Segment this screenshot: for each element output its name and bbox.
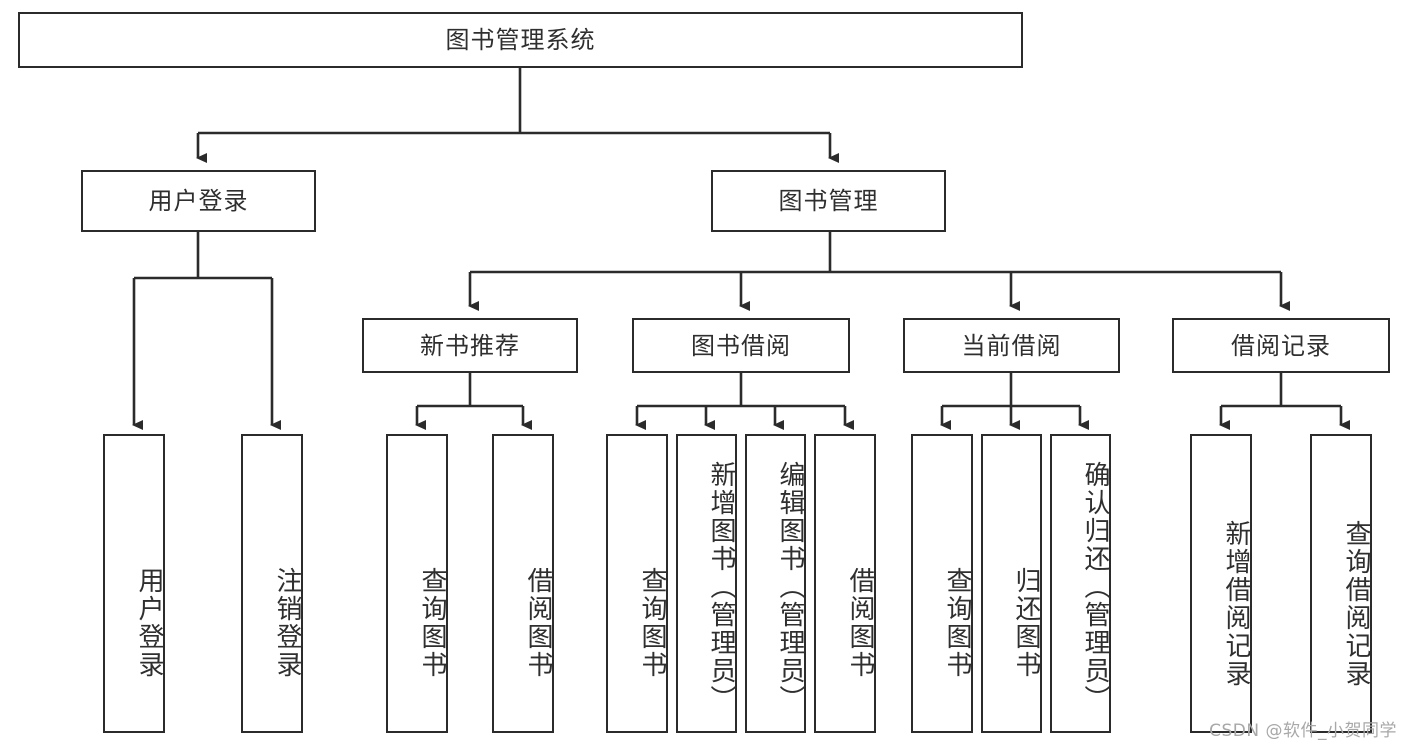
node-borrow-record-label: 借阅记录 <box>1231 331 1331 360</box>
leaf-user-login-label: 用户登录 <box>134 566 164 679</box>
leaf-confirm-return-label: 确认归还（管理员） <box>1080 460 1110 713</box>
node-book-manage-label: 图书管理 <box>778 187 879 215</box>
leaf-logout-login[interactable]: 注销登录 <box>241 434 303 733</box>
leaf-query-book-2-label: 查询图书 <box>637 566 667 679</box>
node-new-book-recommend[interactable]: 新书推荐 <box>362 318 578 373</box>
leaf-add-book[interactable]: 新增图书（管理员） <box>676 434 737 733</box>
leaf-edit-book[interactable]: 编辑图书（管理员） <box>745 434 806 733</box>
leaf-user-login[interactable]: 用户登录 <box>103 434 165 733</box>
node-book-borrow-label: 图书借阅 <box>691 331 791 360</box>
node-user-login-label: 用户登录 <box>148 187 249 215</box>
leaf-edit-book-label: 编辑图书（管理员） <box>775 460 805 713</box>
node-new-book-recommend-label: 新书推荐 <box>420 331 520 360</box>
leaf-borrow-book-1[interactable]: 借阅图书 <box>492 434 554 733</box>
leaf-logout-login-label: 注销登录 <box>272 566 302 679</box>
leaf-query-record[interactable]: 查询借阅记录 <box>1310 434 1372 733</box>
leaf-borrow-book-2[interactable]: 借阅图书 <box>814 434 876 733</box>
node-current-borrow-label: 当前借阅 <box>961 331 1062 360</box>
leaf-borrow-book-1-label: 借阅图书 <box>523 566 553 679</box>
node-user-login[interactable]: 用户登录 <box>81 170 316 232</box>
node-book-borrow[interactable]: 图书借阅 <box>632 318 850 373</box>
node-root[interactable]: 图书管理系统 <box>18 12 1023 68</box>
leaf-query-book-1[interactable]: 查询图书 <box>386 434 448 733</box>
node-root-label: 图书管理系统 <box>445 26 596 54</box>
leaf-borrow-book-2-label: 借阅图书 <box>845 566 875 679</box>
leaf-add-record-label: 新增借阅记录 <box>1221 519 1251 688</box>
node-book-manage[interactable]: 图书管理 <box>711 170 946 232</box>
leaf-query-book-3[interactable]: 查询图书 <box>911 434 973 733</box>
node-borrow-record[interactable]: 借阅记录 <box>1172 318 1390 373</box>
leaf-query-book-1-label: 查询图书 <box>417 566 447 679</box>
leaf-add-book-label: 新增图书（管理员） <box>706 460 736 713</box>
leaf-return-book-label: 归还图书 <box>1011 566 1041 679</box>
leaf-query-book-3-label: 查询图书 <box>942 566 972 679</box>
leaf-query-record-label: 查询借阅记录 <box>1341 519 1371 688</box>
leaf-return-book[interactable]: 归还图书 <box>981 434 1042 733</box>
leaf-add-record[interactable]: 新增借阅记录 <box>1190 434 1252 733</box>
leaf-confirm-return[interactable]: 确认归还（管理员） <box>1050 434 1111 733</box>
leaf-query-book-2[interactable]: 查询图书 <box>606 434 668 733</box>
node-current-borrow[interactable]: 当前借阅 <box>903 318 1120 373</box>
